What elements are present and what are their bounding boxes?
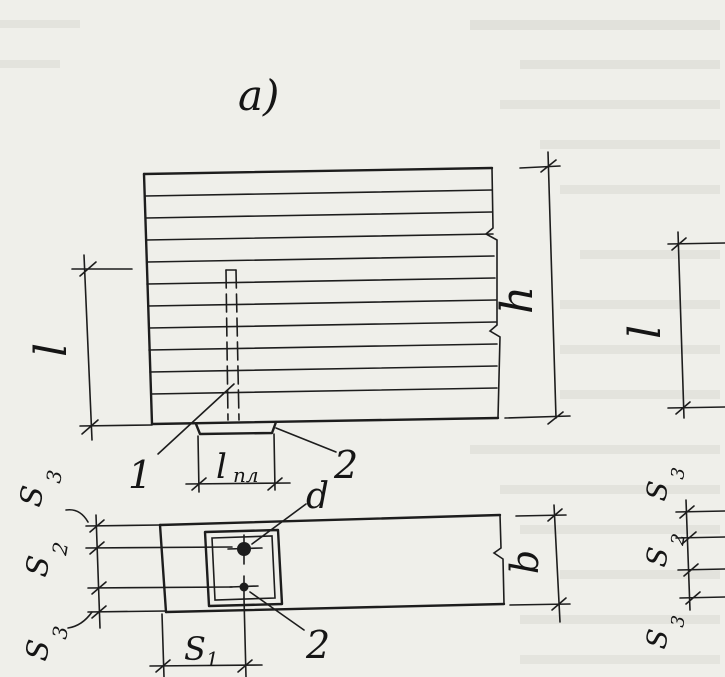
right-s2-label: S	[639, 545, 675, 570]
right-s3-bottom-subscript: 3	[667, 614, 690, 629]
diameter-label: d	[306, 476, 329, 517]
s3-top-leader	[65, 508, 89, 523]
plan-plate-outer	[203, 528, 284, 608]
lamination-lines	[144, 189, 498, 395]
callout-1: 1	[128, 453, 152, 497]
s1-subscript: 1	[206, 647, 219, 671]
beam-bottom-edge	[150, 416, 500, 426]
dimension-spacing-left	[85, 514, 233, 629]
leader-2-bottom	[249, 591, 305, 631]
leader-1	[157, 383, 235, 455]
plan-bottom-edge	[164, 602, 506, 614]
plate-length-label: l	[216, 447, 227, 487]
bearing-plate	[194, 420, 278, 436]
dimension-plate-length	[185, 433, 291, 493]
background-print	[0, 20, 720, 664]
dimension-width	[509, 504, 571, 623]
panel-label: a)	[238, 71, 279, 120]
dimension-length-left	[71, 254, 153, 441]
s3-top-subscript: 3	[41, 468, 67, 485]
beam-top-edge	[142, 166, 494, 176]
callout-2-bottom: 2	[305, 623, 330, 667]
dimension-s1	[149, 597, 263, 677]
leader-d	[251, 503, 307, 545]
s2-subscript: 2	[47, 540, 73, 558]
right-s3-top-label: S	[639, 479, 675, 504]
dimension-height	[504, 151, 571, 425]
break-line-right	[484, 167, 501, 419]
beam-plan	[158, 513, 506, 614]
dowel-rod	[225, 269, 240, 421]
plan-top-edge	[158, 513, 502, 527]
plan-break-line	[492, 514, 505, 605]
leader-2-top	[275, 427, 337, 453]
width-label: b	[503, 550, 547, 574]
length-right-label: l	[620, 325, 671, 339]
right-s3-bottom-label: S	[639, 627, 675, 652]
s1-label: S	[184, 630, 206, 668]
s3-bottom-subscript: 3	[47, 624, 73, 641]
s3-top-label: S	[13, 483, 51, 509]
plan-left-edge	[158, 523, 168, 614]
height-label: h	[492, 286, 543, 314]
beam-left-edge	[142, 172, 154, 426]
s3-bottom-leader	[67, 611, 93, 629]
plate-length-subscript: пл	[233, 463, 259, 487]
length-left-label: l	[26, 343, 77, 357]
plan-plate-inner	[211, 535, 276, 601]
right-partial-figure	[667, 231, 725, 611]
s2-label: S	[19, 553, 57, 579]
beam-elevation	[142, 166, 501, 436]
callout-2-top: 2	[333, 443, 358, 487]
s3-bottom-label: S	[19, 637, 57, 663]
right-s2-subscript: 2	[667, 532, 690, 548]
right-s3-top-subscript: 3	[667, 466, 690, 481]
